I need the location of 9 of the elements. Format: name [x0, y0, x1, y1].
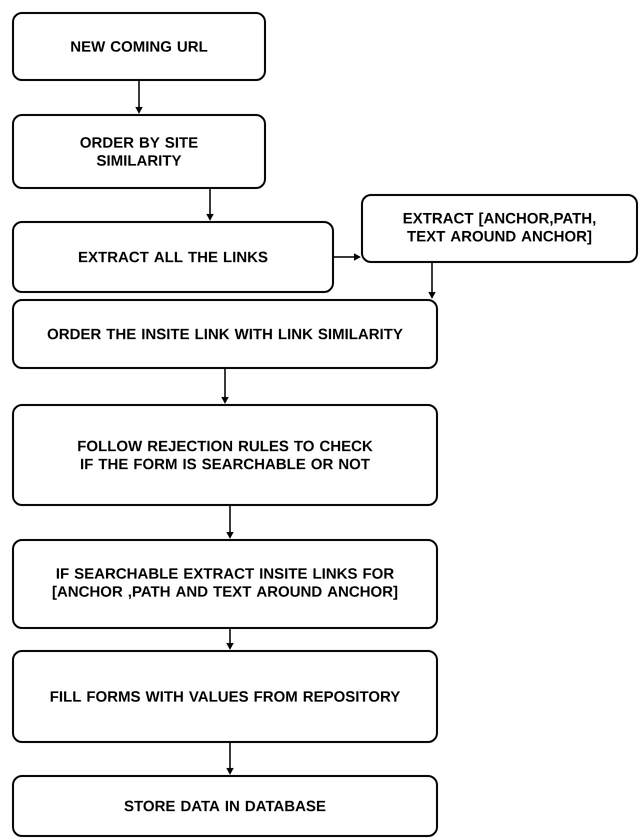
process-box: NEW COMING URL: [12, 12, 266, 81]
process-box: STORE DATA IN DATABASE: [12, 775, 438, 837]
process-box: ORDER BY SITE SIMILARITY: [12, 114, 266, 189]
process-box: FILL FORMS WITH VALUES FROM REPOSITORY: [12, 650, 438, 743]
process-box: IF SEARCHABLE EXTRACT INSITE LINKS FOR [ANCHOR ,PATH AND TEXT AROUND ANCHOR]: [12, 539, 438, 629]
process-box: EXTRACT ALL THE LINKS: [12, 221, 334, 293]
process-box: EXTRACT [ANCHOR,PATH, TEXT AROUND ANCHOR]: [361, 194, 638, 263]
process-box: FOLLOW REJECTION RULES TO CHECK IF THE FORM IS SEARCHABLE OR NOT: [12, 404, 438, 506]
process-box: ORDER THE INSITE LINK WITH LINK SIMILARITY: [12, 299, 438, 369]
